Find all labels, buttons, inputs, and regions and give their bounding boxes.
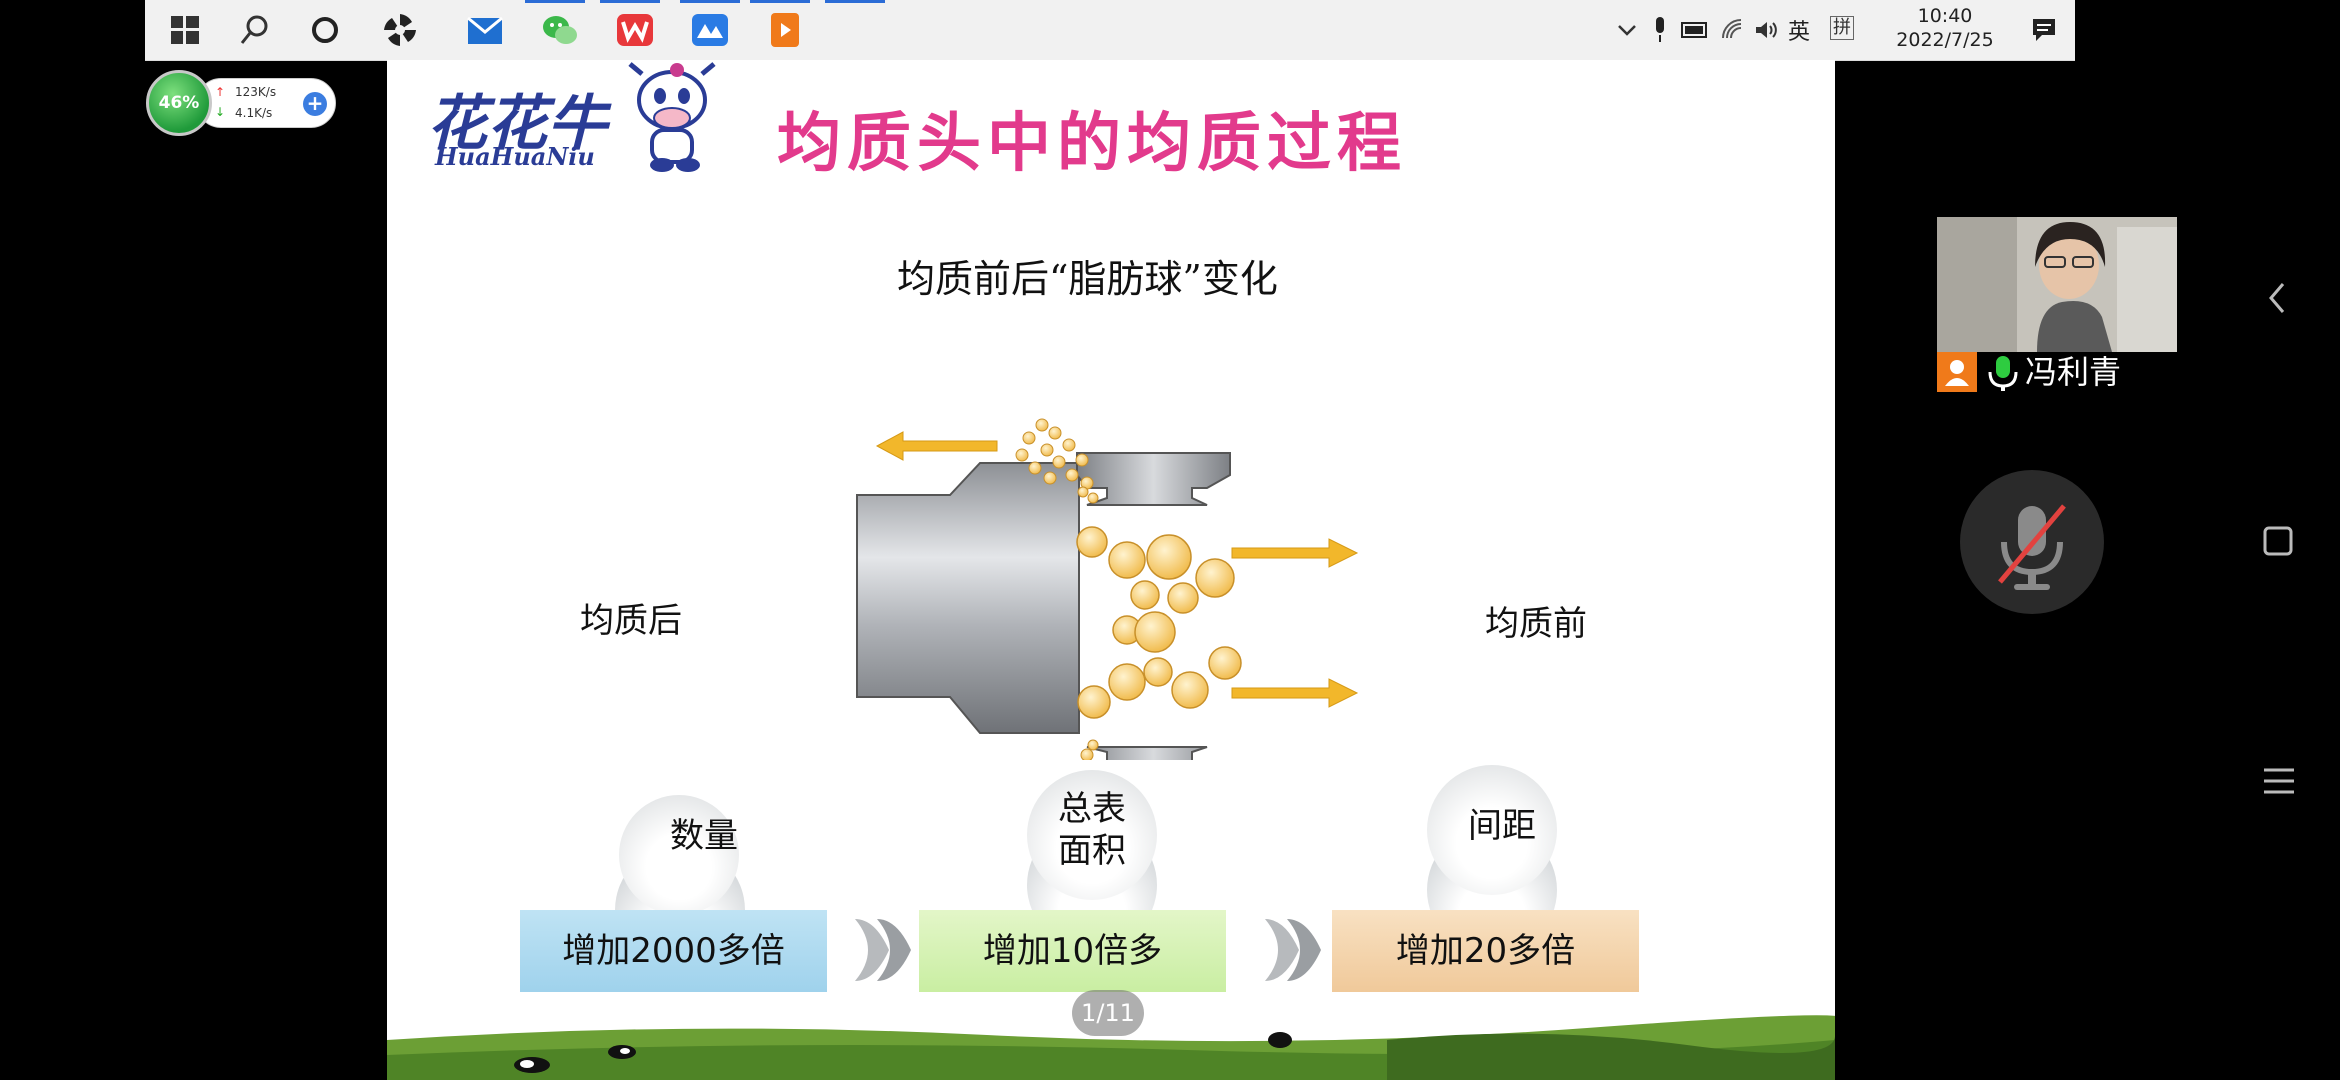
active-app-indicator [680,0,740,3]
metric-label-spacing: 间距 [1468,806,1536,846]
slide-page-counter[interactable]: 1/11 [1072,990,1144,1036]
brand-logo-text: 花花牛 [427,89,607,159]
memory-usage-ring[interactable]: 46% [146,70,212,136]
presentation-slide: 花花牛 HuaHuaNiu 均质头中的均质过程 均质前后“脂肪球”变化 均质后 … [387,60,1835,1080]
participant-name: 冯利青 [2025,353,2122,391]
wps-office-icon[interactable] [615,10,655,50]
fat-globules-large [1076,526,1242,719]
network-speed-panel: ↑ ↓ 123K/s 4.1K/s + [196,78,336,128]
cow-mascot-icon [628,62,716,172]
label-after-homogenization: 均质后 [580,601,682,641]
result-count: 增加2000多倍 [520,910,827,992]
battery-icon[interactable] [1680,18,1710,42]
download-speed: 4.1K/s [235,106,273,120]
clock[interactable]: 10:40 2022/7/25 [1885,4,2005,52]
microphone-active-icon [1988,356,2018,391]
metric-bubble [1427,765,1557,895]
pinwheel-app-icon[interactable] [380,10,420,50]
wifi-icon[interactable] [1720,18,1746,42]
participant-video-frame [1937,217,2177,352]
brand-logo: 花花牛 HuaHuaNiu [387,60,717,180]
homogenizer-diagram [856,418,1359,760]
metric-bubble [619,795,739,915]
mail-icon[interactable] [465,10,505,50]
meeting-app-icon[interactable] [690,10,730,50]
slide-title: 均质头中的均质过程 [777,107,1407,181]
active-app-indicator [825,0,885,3]
clock-time: 10:40 [1917,5,1973,27]
mute-toggle-button[interactable] [1960,470,2104,614]
metric-label-count: 数量 [670,816,738,856]
wechat-icon[interactable] [540,10,580,50]
result-surface-area: 增加10倍多 [919,910,1226,992]
network-speed-widget[interactable]: ↑ ↓ 123K/s 4.1K/s + 46% [146,70,336,136]
brand-logo-subtext: HuaHuaNiu [435,142,595,171]
windows-taskbar: 英 拼 10:40 2022/7/25 [145,0,2075,61]
add-button[interactable]: + [303,92,327,116]
metric-label-surface-area: 总表 面积 [1058,789,1126,871]
notifications-icon[interactable] [2030,16,2058,44]
ime-language-indicator[interactable]: 英 [1788,20,1811,45]
fat-globules-small [1015,418,1099,760]
flow-arrows [875,431,1359,708]
participant-name-bar: 冯利青 [1937,352,2177,392]
result-spacing: 增加20多倍 [1332,910,1639,992]
pasture-background-image [387,1015,1835,1080]
upload-speed: 123K/s [235,85,277,99]
host-avatar-icon [1937,352,1977,392]
active-app-indicator [525,0,585,3]
menu-icon[interactable] [2262,766,2296,796]
label-before-homogenization: 均质前 [1485,604,1587,644]
volume-icon[interactable] [1753,18,1781,42]
chevron-up-icon[interactable] [1615,18,1639,42]
metric-bubble [1027,770,1157,900]
android-navigation-bar [2212,0,2340,1080]
active-app-indicator [750,0,810,3]
home-square-icon[interactable] [2262,525,2294,557]
upload-arrow-icon: ↑ [215,85,226,99]
video-player-icon[interactable] [765,10,805,50]
chevron-right-icon [1265,919,1321,981]
ime-mode-indicator[interactable]: 拼 [1830,16,1854,40]
back-icon[interactable] [2265,280,2289,316]
download-arrow-icon: ↓ [215,105,226,119]
cortana-icon[interactable] [305,10,345,50]
active-app-indicator [600,0,660,3]
chevron-right-icon [855,919,911,981]
microphone-muted-icon [1998,504,2066,590]
microphone-tray-icon[interactable] [1650,15,1670,45]
windows-start-icon[interactable] [165,10,205,50]
participant-video-tile[interactable] [1937,217,2177,352]
search-icon[interactable] [235,10,275,50]
diagram-heading: 均质前后“脂肪球”变化 [897,257,1278,301]
clock-date: 2022/7/25 [1896,29,1994,51]
